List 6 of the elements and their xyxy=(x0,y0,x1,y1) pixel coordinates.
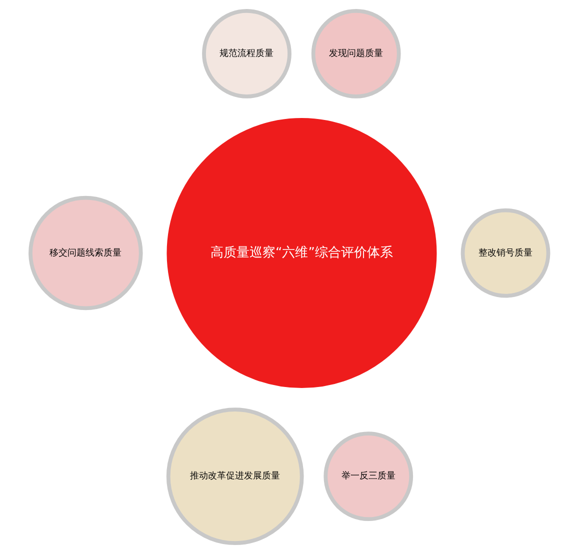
node-circle: 推动改革促进发展质量 xyxy=(166,408,304,546)
node-circle: 移交问题线索质量 xyxy=(28,196,143,310)
node-circle: 整改销号质量 xyxy=(460,208,550,298)
node-circle: 规范流程质量 xyxy=(202,9,292,98)
node-circle: 举一反三质量 xyxy=(324,432,414,522)
node-circle: 发现问题质量 xyxy=(311,9,401,98)
